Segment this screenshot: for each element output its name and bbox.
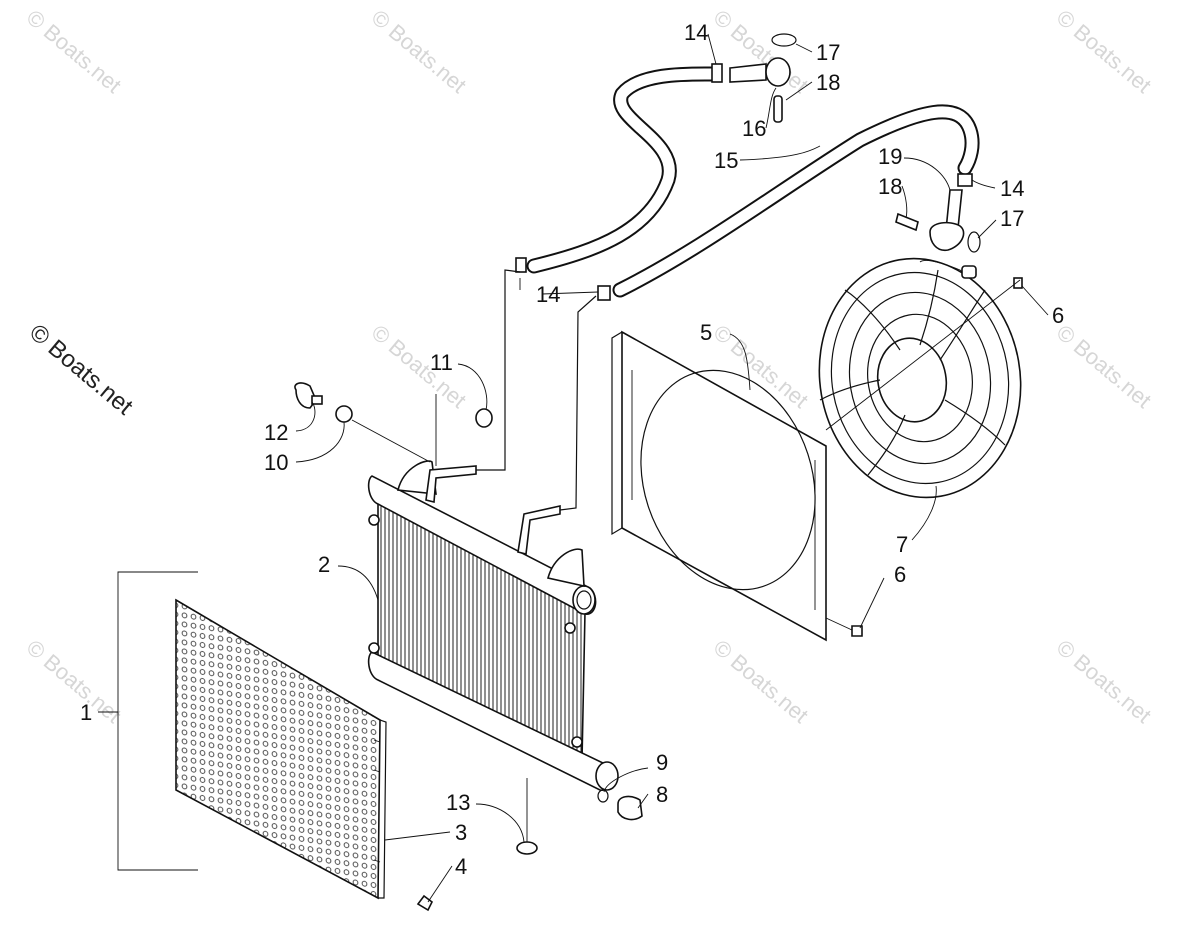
bracket-1	[117, 571, 198, 871]
watermark-4: © Boats.net	[1052, 5, 1156, 98]
part-radiator	[367, 460, 619, 791]
callout-18a: 18	[816, 70, 840, 95]
callout-14a: 14	[684, 20, 708, 45]
callout-3: 3	[455, 820, 467, 845]
part-shroud	[611, 330, 827, 642]
part-fittings	[476, 33, 981, 511]
callout-6b: 6	[894, 562, 906, 587]
watermark-main: © Boats.net	[24, 319, 138, 421]
callout-2: 2	[318, 552, 330, 577]
callout-5: 5	[700, 320, 712, 345]
callout-12: 12	[264, 420, 288, 445]
watermark-10: © Boats.net	[1052, 635, 1156, 728]
callout-8: 8	[656, 782, 668, 807]
callout-6a: 6	[1052, 303, 1064, 328]
watermark-8: © Boats.net	[22, 635, 126, 728]
callout-11: 11	[430, 350, 453, 375]
callout-14b: 14	[536, 282, 560, 307]
callout-19: 19	[878, 144, 902, 169]
callout-7: 7	[896, 532, 908, 557]
callout-15: 15	[714, 148, 738, 173]
callout-16: 16	[742, 116, 766, 141]
callout-18b: 18	[878, 174, 902, 199]
part-fan	[818, 257, 1022, 499]
watermark-2: © Boats.net	[367, 5, 471, 98]
leader-lines	[98, 33, 1049, 903]
callout-4: 4	[455, 854, 467, 879]
callout-9: 9	[656, 750, 668, 775]
watermark-7: © Boats.net	[1052, 320, 1156, 413]
watermark-1: © Boats.net	[22, 5, 126, 98]
watermark-9: © Boats.net	[709, 635, 813, 728]
part-screen	[175, 598, 387, 900]
part-hoses	[526, 66, 980, 298]
callout-1: 1	[80, 700, 92, 725]
callout-14c: 14	[1000, 176, 1024, 201]
callouts: 1 2 3 4 5 6 6 7 8 9 10 11 12 13 14 14 14…	[80, 20, 1064, 879]
watermark-5: © Boats.net	[367, 320, 471, 413]
watermark-3: © Boats.net	[709, 5, 813, 98]
callout-17a: 17	[816, 40, 840, 65]
callout-13: 13	[446, 790, 470, 815]
part-small-hardware	[294, 277, 1023, 912]
callout-10: 10	[264, 450, 288, 475]
callout-17b: 17	[1000, 206, 1024, 231]
